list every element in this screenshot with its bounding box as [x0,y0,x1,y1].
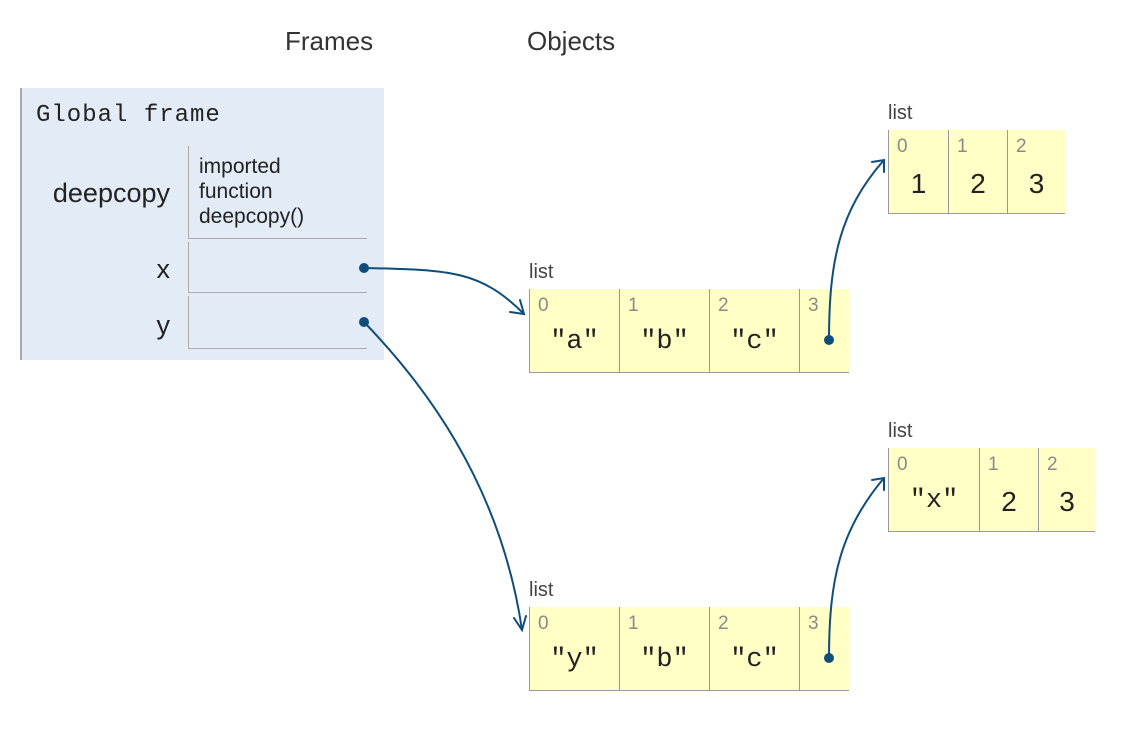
list-cell: 1 2 [979,448,1038,532]
arrowhead-y [513,615,527,633]
pointer-arrow-y [363,321,523,631]
list-label: list [888,102,913,124]
list-label: list [888,420,913,442]
cell-index: 0 [538,295,549,316]
cell-value: "a" [550,327,599,357]
cell-value: "c" [730,327,779,357]
var-name-deepcopy: deepcopy [52,178,170,208]
list-cell: 0 "x" [888,448,979,532]
list-y: 0 "y" 1 "b" 2 "c" 3 [529,607,849,691]
list-cell-pointer: 3 [799,607,849,691]
cell-value: 3 [1028,168,1045,199]
cell-value: "b" [640,645,689,675]
list-cell: 0 1 [888,130,948,214]
list-cell: 1 "b" [619,289,709,373]
cell-value: 3 [1059,486,1075,517]
cell-value: 2 [970,168,986,199]
cell-index: 0 [897,454,908,475]
cell-index: 3 [808,613,819,634]
list-cell: 1 2 [948,130,1007,214]
cell-index: 2 [718,613,729,634]
arrowhead-x [509,299,526,316]
arrowhead-list-y [871,476,885,491]
cell-value: "y" [550,645,599,675]
cell-index: 2 [718,295,729,316]
cell-index: 0 [538,613,549,634]
cell-value: 2 [1001,486,1017,517]
cell-value: 1 [910,168,927,199]
var-value-deepcopy: imported function deepcopy() [188,146,367,239]
list-y-inner: 0 "x" 1 2 2 3 [888,448,1095,532]
var-value-x [188,242,367,293]
list-cell-pointer: 3 [799,289,849,373]
objects-header: Objects [527,26,616,56]
list-x: 0 "a" 1 "b" 2 "c" 3 [529,289,849,373]
list-cell: 2 3 [1038,448,1095,532]
cell-index: 3 [808,295,819,316]
cell-index: 1 [628,295,639,316]
cell-value: "b" [640,327,689,357]
list-cell: 2 "c" [709,289,799,373]
arrowhead-list-x [871,158,885,173]
cell-value: "c" [730,645,779,675]
frame-title: Global frame [36,102,221,129]
cell-index: 2 [1047,454,1058,475]
var-name-y: y [156,310,171,340]
var-value-y [188,296,367,349]
frames-header: Frames [285,26,374,56]
list-cell: 0 "a" [529,289,619,373]
cell-value: "x" [909,486,959,516]
function-description: imported function deepcopy() [199,154,304,229]
list-cell: 0 "y" [529,607,619,691]
cell-index: 1 [988,454,999,475]
list-cell: 2 "c" [709,607,799,691]
list-label: list [529,579,554,601]
var-name-x: x [156,254,171,284]
cell-index: 1 [957,136,968,157]
cell-index: 2 [1016,136,1027,157]
function-line-1: imported [199,155,281,178]
list-cell: 1 "b" [619,607,709,691]
cell-index: 0 [897,136,908,157]
function-line-2: function [199,180,273,203]
pointer-arrow-x [363,267,525,315]
global-frame: Global frame deepcopy imported function … [20,88,384,360]
list-label: list [529,261,554,283]
function-line-3: deepcopy() [199,205,305,228]
list-x-inner: 0 1 1 2 2 3 [888,130,1065,214]
list-cell: 2 3 [1007,130,1065,214]
cell-index: 1 [628,613,639,634]
